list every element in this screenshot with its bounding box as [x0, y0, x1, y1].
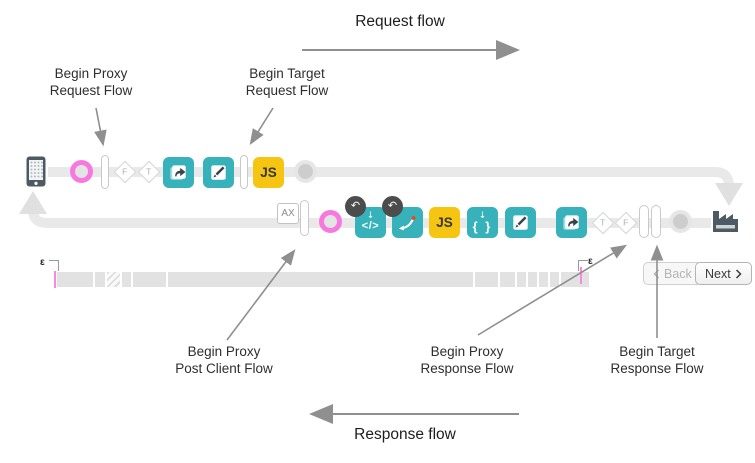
extract-variables-policy-icon[interactable]: ↓{ }: [467, 207, 498, 238]
begin-proxy-response-flow-marker[interactable]: [639, 205, 649, 238]
javascript-policy-icon[interactable]: JS: [429, 207, 460, 238]
target-server-icon[interactable]: [711, 206, 740, 237]
timeline-segment[interactable]: [561, 272, 589, 287]
timeline-segment-hatched[interactable]: [107, 272, 120, 287]
analytics-step[interactable]: AX: [277, 203, 299, 224]
timeline-segment[interactable]: [500, 272, 515, 287]
timeline-segment[interactable]: [133, 272, 166, 287]
begin-target-response-flow-label: Begin Target Response Flow: [610, 344, 703, 377]
label-line: Begin Target: [249, 66, 325, 81]
back-button[interactable]: Back: [643, 262, 702, 285]
proxy-response-pointer-arrow: [477, 244, 628, 336]
label-line: Response Flow: [610, 360, 704, 376]
label-line: Begin Proxy: [430, 344, 504, 359]
begin-proxy-response-flow-label: Begin Proxy Response Flow: [420, 344, 513, 377]
back-button-label: Back: [664, 266, 692, 281]
timeline-segment[interactable]: [539, 272, 548, 287]
condition-letter: T: [146, 166, 152, 177]
timeline-segment[interactable]: [528, 272, 537, 287]
post-client-pointer-arrow: [226, 249, 296, 341]
begin-proxy-request-flow-label: Begin Proxy Request Flow: [50, 66, 133, 99]
begin-target-request-flow-label: Begin Target Request Flow: [246, 66, 329, 99]
assign-message-policy-icon[interactable]: [203, 157, 234, 188]
forward-message-policy-icon[interactable]: [556, 207, 587, 238]
request-flow-title: Request flow: [355, 13, 445, 30]
clip-bracket-left-icon: [49, 260, 59, 271]
label-line: Begin Proxy: [187, 344, 261, 359]
begin-target-response-flow-marker[interactable]: [651, 205, 661, 238]
next-chevron-icon: [735, 268, 742, 279]
client-app-icon[interactable]: [26, 156, 46, 192]
condition-true-step[interactable]: T: [591, 211, 615, 235]
timeline-segment[interactable]: [517, 272, 526, 287]
epsilon-right-marker: ε: [588, 256, 593, 267]
timeline-segment[interactable]: [122, 272, 131, 287]
timeline-start-tick: [54, 271, 56, 288]
label-line: Response Flow: [420, 360, 514, 376]
request-pipe-arrowhead-icon: [715, 183, 743, 206]
back-chevron-icon: [653, 268, 660, 279]
label-line: Begin Proxy: [54, 66, 128, 81]
begin-proxy-request-flow-marker[interactable]: [101, 155, 109, 189]
proxy-response-endpoint-circle[interactable]: [319, 210, 342, 233]
timeline-segment[interactable]: [168, 272, 473, 287]
target-response-endpoint-circle[interactable]: [669, 210, 692, 233]
label-line: Request Flow: [49, 82, 133, 98]
code-policy-icon[interactable]: ↓</>↶: [345, 196, 386, 238]
condition-letter: F: [623, 217, 629, 228]
javascript-policy-icon[interactable]: JS: [253, 157, 284, 188]
target-request-pointer-arrow: [249, 107, 274, 146]
assign-message-policy-icon[interactable]: [505, 207, 536, 238]
begin-target-request-flow-marker[interactable]: [240, 155, 248, 189]
timeline-segment[interactable]: [95, 272, 105, 287]
response-pipe-arrowhead-icon: [19, 191, 47, 214]
condition-false-step[interactable]: F: [113, 160, 137, 184]
proxy-endpoint-circle[interactable]: [70, 160, 93, 183]
timeline-segment[interactable]: [475, 272, 498, 287]
epsilon-left-marker: ε: [40, 257, 45, 268]
condition-letter: T: [600, 217, 606, 228]
begin-proxy-post-client-flow-label: Begin Proxy Post Client Flow: [175, 344, 273, 377]
loop-badge-icon: ↶: [345, 196, 366, 217]
label-line: Begin Target: [619, 344, 695, 359]
trace-timeline[interactable]: [57, 272, 589, 287]
timeline-segment[interactable]: [57, 272, 93, 287]
next-button-label: Next: [705, 266, 731, 281]
timeline-segment[interactable]: [550, 272, 559, 287]
forward-message-policy-icon[interactable]: [163, 157, 194, 188]
next-button[interactable]: Next: [695, 262, 752, 285]
route-policy-icon[interactable]: ↶: [382, 196, 423, 238]
response-flow-title: Response flow: [354, 426, 456, 443]
condition-letter: F: [122, 166, 128, 177]
proxy-request-pointer-arrow: [94, 107, 107, 147]
timeline-end-tick: [580, 267, 582, 284]
label-line: Request Flow: [245, 82, 329, 98]
label-line: Post Client Flow: [175, 360, 273, 376]
condition-true-step[interactable]: T: [137, 160, 161, 184]
target-endpoint-circle[interactable]: [294, 160, 317, 183]
condition-false-step[interactable]: F: [614, 211, 638, 235]
loop-badge-icon: ↶: [382, 196, 403, 217]
begin-proxy-post-client-flow-marker[interactable]: [300, 200, 309, 236]
